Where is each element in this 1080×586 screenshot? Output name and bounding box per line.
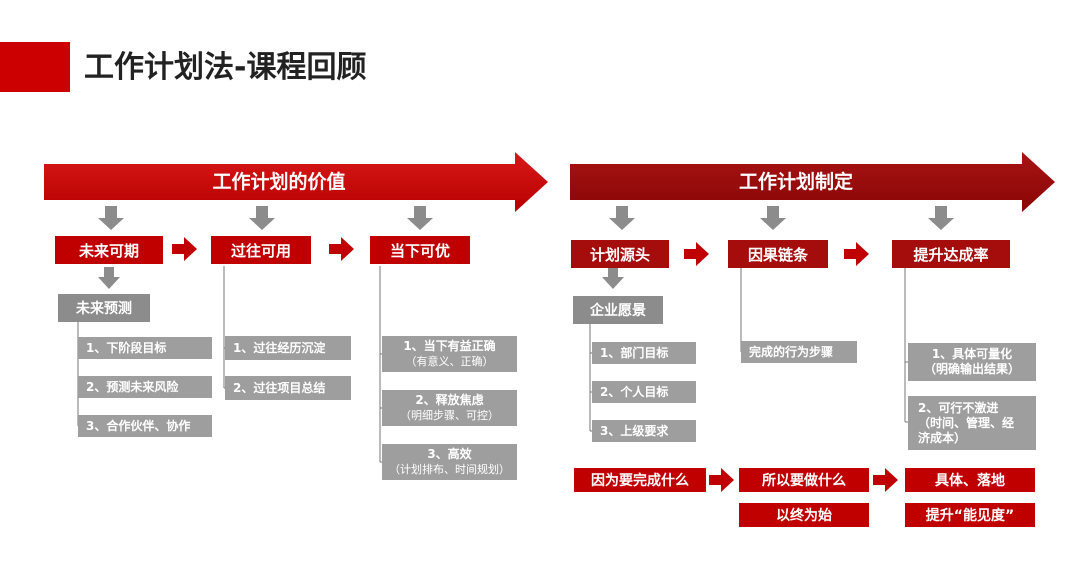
down-arrow-icon [98,206,124,230]
list-item: 1、部门目标 [592,342,696,364]
page-title: 工作计划法-课程回顾 [84,50,367,85]
list-item: 2、过往项目总结 [225,376,351,400]
down-arrow-icon [407,206,433,230]
left-head-present: 当下可优 [370,236,470,264]
right-banner-arrow [570,152,1055,212]
left-banner-label: 工作计划的价值 [212,171,346,193]
flow-box-end-in-mind: 以终为始 [739,503,869,527]
list-item: 3、上级要求 [592,420,696,442]
right-head-causal: 因果链条 [728,240,828,268]
down-arrow-icon [602,267,624,289]
right-arrow-icon [684,242,709,266]
down-arrow-icon [760,206,786,230]
list-item: 2、可行不激进 （时间、管理、经 济成本） [908,396,1036,450]
left-head-future: 未来可期 [55,236,163,264]
left-head-past: 过往可用 [211,236,311,264]
list-item: 1、过往经历沉淀 [225,336,351,360]
right-arrow-icon [873,468,898,492]
down-arrow-icon [609,206,635,230]
list-item: 1、下阶段目标 [78,337,212,359]
flow-box-why: 因为要完成什么 [574,468,706,492]
list-item: 3、合作伙伴、协作 [78,415,212,437]
down-arrow-icon [928,206,954,230]
flow-box-visibility: 提升“能见度” [905,503,1035,527]
flow-box-concrete: 具体、落地 [905,468,1035,492]
right-sub-vision: 企业愿景 [573,296,663,324]
right-arrow-icon [709,468,734,492]
left-banner-arrow [44,152,548,212]
list-item: 完成的行为步骤 [741,341,857,363]
right-head-source: 计划源头 [571,240,669,268]
list-item: 2、个人目标 [592,381,696,403]
left-sub-forecast: 未来预测 [58,294,150,322]
list-item: 2、预测未来风险 [78,376,212,398]
list-item: 3、高效 （计划排布、时间规划） [382,444,517,480]
list-item: 1、具体可量化 （明确输出结果） [908,343,1036,381]
title-accent-bar [0,42,70,92]
right-arrow-icon [172,237,197,261]
right-arrow-icon [844,242,869,266]
list-item: 2、释放焦虑 （明细步骤、可控） [382,390,517,426]
right-banner-label: 工作计划制定 [738,171,853,193]
down-arrow-icon [249,206,275,230]
right-head-achieve: 提升达成率 [892,240,1010,268]
list-item: 1、当下有益正确 （有意义、正确） [382,336,517,372]
down-arrow-icon [98,267,120,289]
right-arrow-icon [329,237,354,261]
flow-box-what: 所以要做什么 [739,468,869,492]
